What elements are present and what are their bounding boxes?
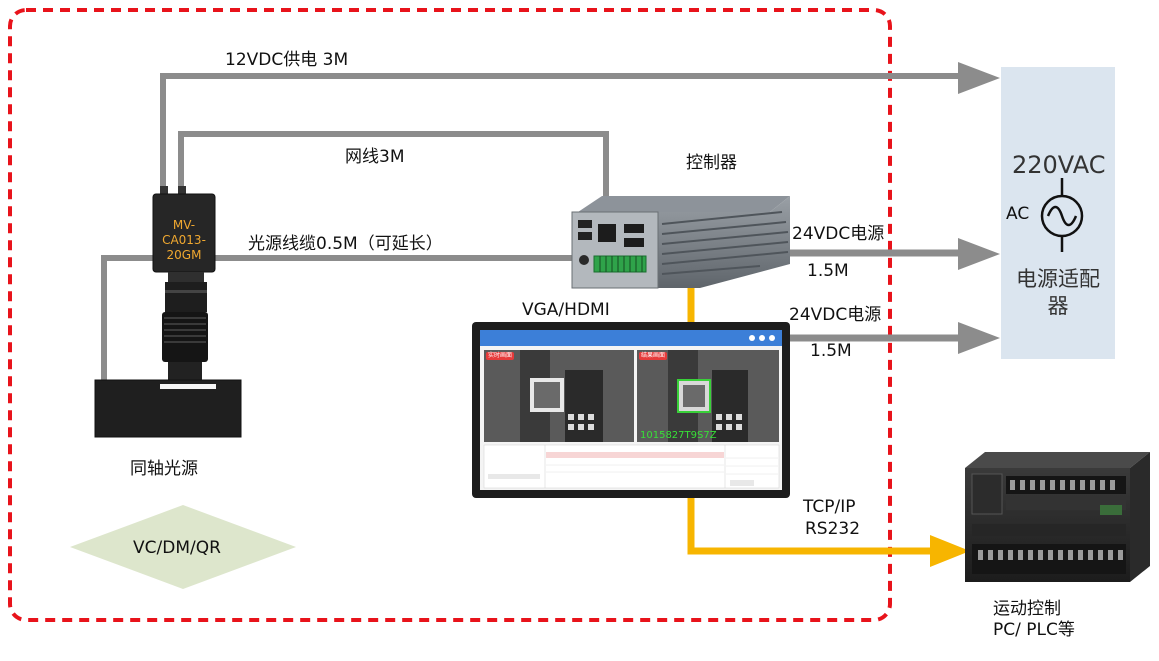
camera-model-line2: CA013- xyxy=(162,233,206,247)
decoded-value-text: 1015827T9S7Z xyxy=(640,430,717,441)
controller-device xyxy=(571,196,790,289)
system-boundary xyxy=(8,8,892,622)
screen-power-length: 1.5M xyxy=(810,341,852,361)
comm-link-label-2: RS232 xyxy=(805,519,861,539)
comm-link-line xyxy=(687,496,935,555)
coaxial-light-source xyxy=(94,379,242,438)
psu-voltage-label: 220VAC xyxy=(1012,151,1106,179)
network-label: 网线3M xyxy=(345,147,405,167)
plc-label-line2: PC/ PLC等 xyxy=(993,620,1075,640)
psu-name-line1: 电源适配 xyxy=(1016,267,1100,291)
live-view-tag: 实时画面 xyxy=(487,352,512,359)
camera xyxy=(152,186,216,382)
plc-label-line1: 运动控制 xyxy=(993,599,1061,619)
monitor: 1015827T9S7Z xyxy=(472,322,790,498)
power-supply-box xyxy=(1001,67,1115,359)
comm-link-arrowhead xyxy=(930,535,970,567)
comm-link-label-1: TCP/IP xyxy=(803,497,856,517)
controller-power-arrowhead xyxy=(958,238,1000,270)
plc-device xyxy=(965,452,1150,582)
code-types-label: VC/DM/QR xyxy=(133,538,221,558)
network-line xyxy=(178,131,609,236)
result-view-tag: 结果画面 xyxy=(640,352,665,359)
controller-power-label: 24VDC电源 xyxy=(792,224,885,244)
psu-name-line2: 器 xyxy=(1047,294,1069,318)
psu-ac-label: AC xyxy=(1006,204,1030,224)
controller-label: 控制器 xyxy=(686,153,737,173)
screen-power-arrowhead xyxy=(958,322,1000,354)
power-12v-arrowhead xyxy=(958,62,1000,94)
power-12v-label: 12VDC供电 3M xyxy=(225,50,349,70)
code-types-diamond xyxy=(70,505,296,589)
video-link-label: VGA/HDMI xyxy=(522,300,610,320)
camera-model-line1: MV- xyxy=(172,218,196,232)
ac-symbol-icon xyxy=(1040,178,1084,252)
light-cable-label: 光源线缆0.5M（可延长） xyxy=(248,234,443,254)
light-source-label: 同轴光源 xyxy=(130,459,198,479)
camera-model-line3: 20GM xyxy=(166,248,202,262)
light-cable-line xyxy=(101,255,580,382)
screen-power-label: 24VDC电源 xyxy=(789,305,882,325)
power-12v-line xyxy=(160,73,960,195)
controller-power-length: 1.5M xyxy=(807,261,849,281)
